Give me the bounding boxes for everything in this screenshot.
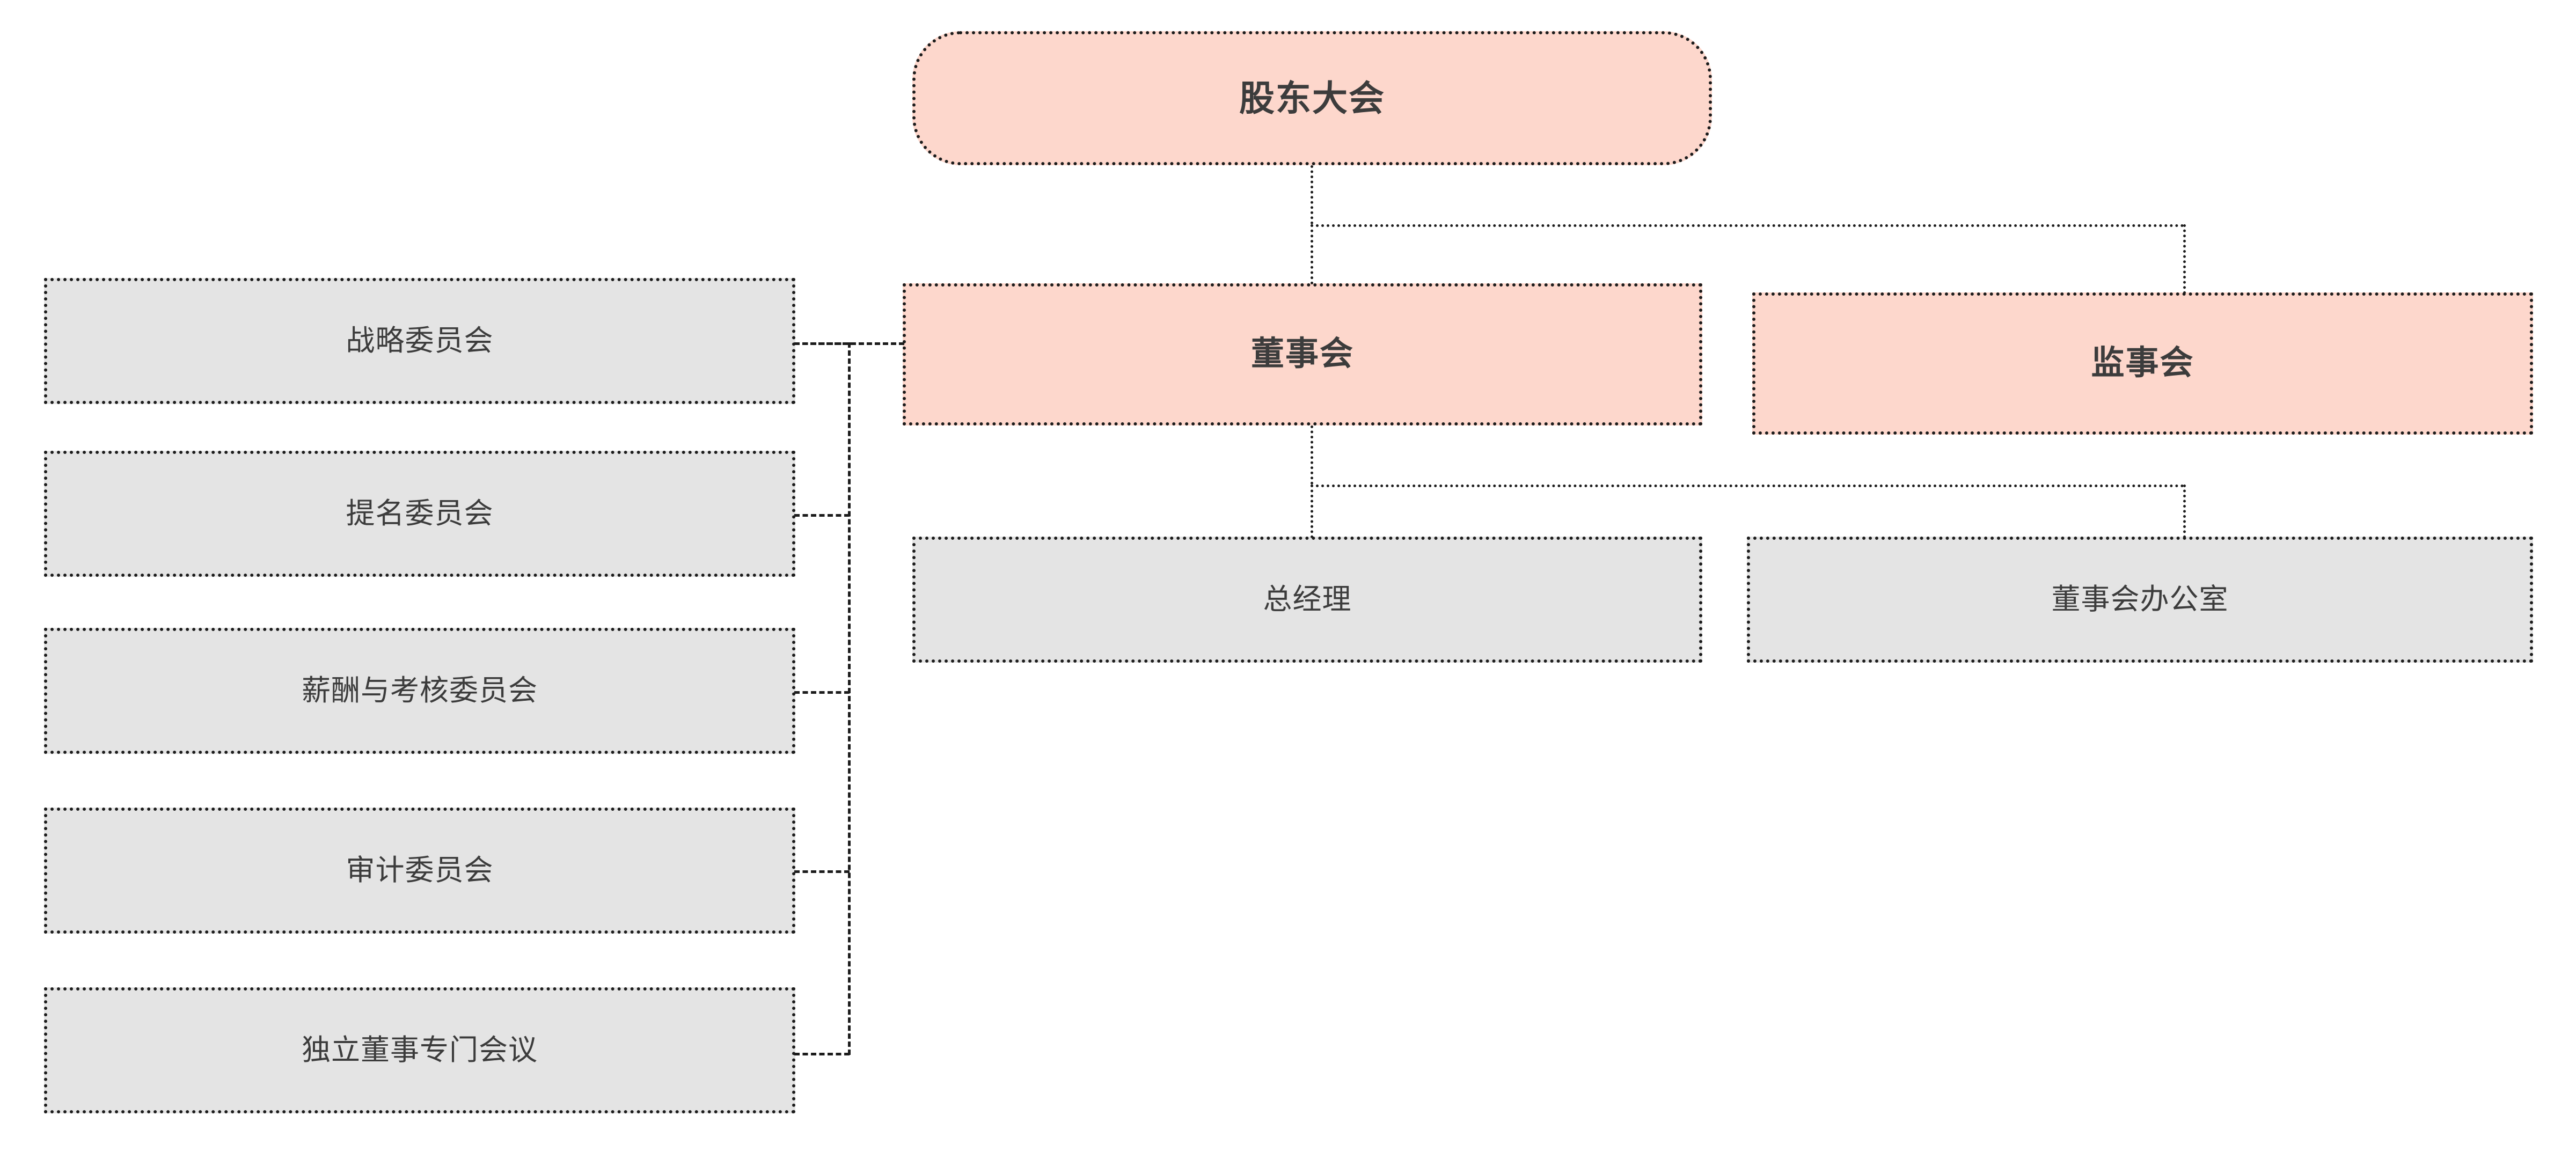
connector-committee-spine — [848, 342, 851, 1055]
node-label: 监事会 — [2091, 344, 2194, 382]
connector-independent-directors-branch — [794, 1053, 850, 1055]
node-label: 董事会 — [1250, 335, 1354, 373]
node-audit-committee[interactable]: 审计委员会 — [44, 808, 795, 934]
node-label: 战略委员会 — [346, 324, 494, 357]
connector-bus-to-board-office — [2183, 485, 2186, 538]
node-board-of-directors[interactable]: 董事会 — [903, 283, 1702, 426]
node-shareholders-meeting[interactable]: 股东大会 — [912, 31, 1712, 165]
connector-level3-bus — [1311, 485, 2184, 487]
node-board-of-supervisors[interactable]: 监事会 — [1752, 292, 2533, 435]
connector-strategy-committee-branch — [794, 342, 850, 345]
node-independent-directors-meeting[interactable]: 独立董事专门会议 — [44, 987, 795, 1113]
node-general-manager[interactable]: 总经理 — [912, 537, 1702, 663]
node-label: 提名委员会 — [346, 497, 494, 530]
connector-audit-committee-branch — [794, 870, 850, 873]
node-remuneration-appraisal-committee[interactable]: 薪酬与考核委员会 — [44, 628, 795, 754]
connector-bus-to-general-manager — [1311, 485, 1313, 538]
node-strategy-committee[interactable]: 战略委员会 — [44, 278, 795, 404]
connector-level2-bus — [1311, 224, 2184, 227]
connector-remuneration-committee-branch — [794, 691, 850, 694]
node-label: 股东大会 — [1239, 78, 1385, 118]
connector-shareholders-to-bus — [1311, 165, 1313, 224]
connector-bus-to-board — [1311, 224, 1313, 284]
node-label: 薪酬与考核委员会 — [302, 674, 538, 707]
node-label: 总经理 — [1263, 583, 1352, 615]
node-label: 董事会办公室 — [2051, 583, 2229, 615]
node-label: 独立董事专门会议 — [302, 1033, 538, 1066]
connector-board-to-bus — [1311, 426, 1313, 485]
node-nomination-committee[interactable]: 提名委员会 — [44, 451, 795, 577]
node-label: 审计委员会 — [346, 854, 494, 886]
connector-nomination-committee-branch — [794, 514, 850, 517]
node-board-office[interactable]: 董事会办公室 — [1747, 537, 2533, 663]
connector-bus-to-supervisors — [2183, 224, 2186, 294]
